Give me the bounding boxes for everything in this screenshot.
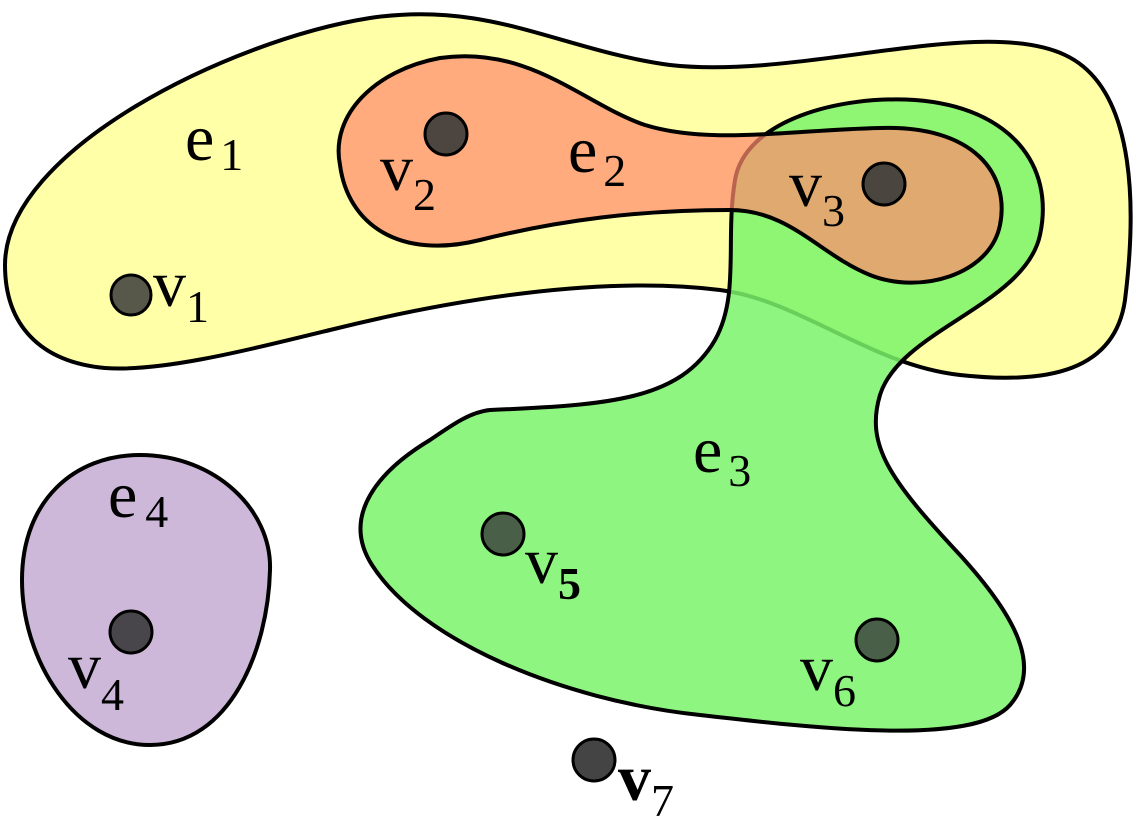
vertex-v2-dot[interactable] — [423, 111, 469, 157]
vertex-v4-dot[interactable] — [108, 609, 154, 655]
vertex-v3-dot[interactable] — [861, 161, 907, 207]
vertex-v4-label: v4 — [68, 630, 124, 720]
vertex-v3-label: v3 — [789, 148, 845, 236]
vertex-v6-label: v6 — [800, 632, 856, 716]
vertex-v2-label: v2 — [380, 132, 436, 220]
hyperedge-e2-region — [336, 54, 1004, 285]
vertex-v6-dot[interactable] — [854, 617, 900, 663]
vertex-v7-dot[interactable] — [571, 737, 617, 783]
vertex-v5-dot[interactable] — [480, 511, 526, 557]
hyperedge-e4-region — [20, 453, 273, 747]
vertex-v1-dot[interactable] — [109, 273, 153, 317]
vertex-v5-label: v5 — [525, 525, 581, 609]
vertex-v7-label: v7 — [618, 742, 674, 826]
vertex-v1-label: v1 — [153, 248, 209, 332]
